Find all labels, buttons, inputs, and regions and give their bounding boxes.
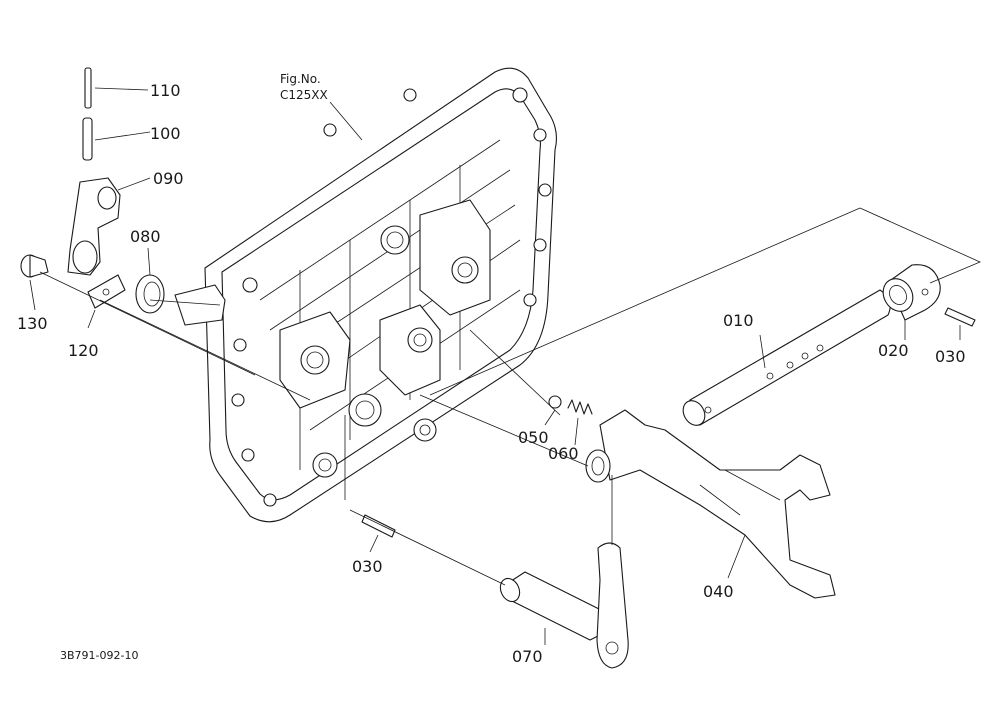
callout-100: 100 [150, 124, 181, 143]
housing-cover [174, 67, 557, 523]
callout-050: 050 [518, 428, 549, 447]
callout-060: 060 [548, 444, 579, 463]
callout-030-lower: 030 [352, 557, 383, 576]
shift-rod-010 [682, 289, 891, 426]
pin-030-right [944, 307, 976, 327]
callout-090: 090 [153, 169, 184, 188]
callout-010: 010 [723, 311, 754, 330]
callout-030-right: 030 [935, 347, 966, 366]
callout-120: 120 [68, 341, 99, 360]
callout-080: 080 [130, 227, 161, 246]
callout-070: 070 [512, 647, 543, 666]
arm-090 [67, 177, 121, 276]
spring-060 [567, 399, 593, 415]
collar-020 [882, 264, 941, 321]
callout-020: 020 [878, 341, 909, 360]
shift-fork-040 [585, 409, 836, 599]
leader-lines [29, 87, 982, 645]
oil-seal-080 [135, 274, 165, 314]
pin-110 [84, 67, 92, 109]
pin-100 [82, 117, 93, 161]
ball-050 [548, 395, 562, 409]
fig-no-label: Fig.No. [280, 72, 321, 86]
fig-code-label: C125XX [280, 88, 328, 102]
callout-110: 110 [150, 81, 181, 100]
callout-040: 040 [703, 582, 734, 601]
shift-lever-070 [499, 542, 629, 669]
callout-130: 130 [17, 314, 48, 333]
plug-130 [20, 254, 49, 278]
drawing-code: 3B791-092-10 [60, 649, 138, 662]
pin-030-lower [361, 514, 396, 538]
